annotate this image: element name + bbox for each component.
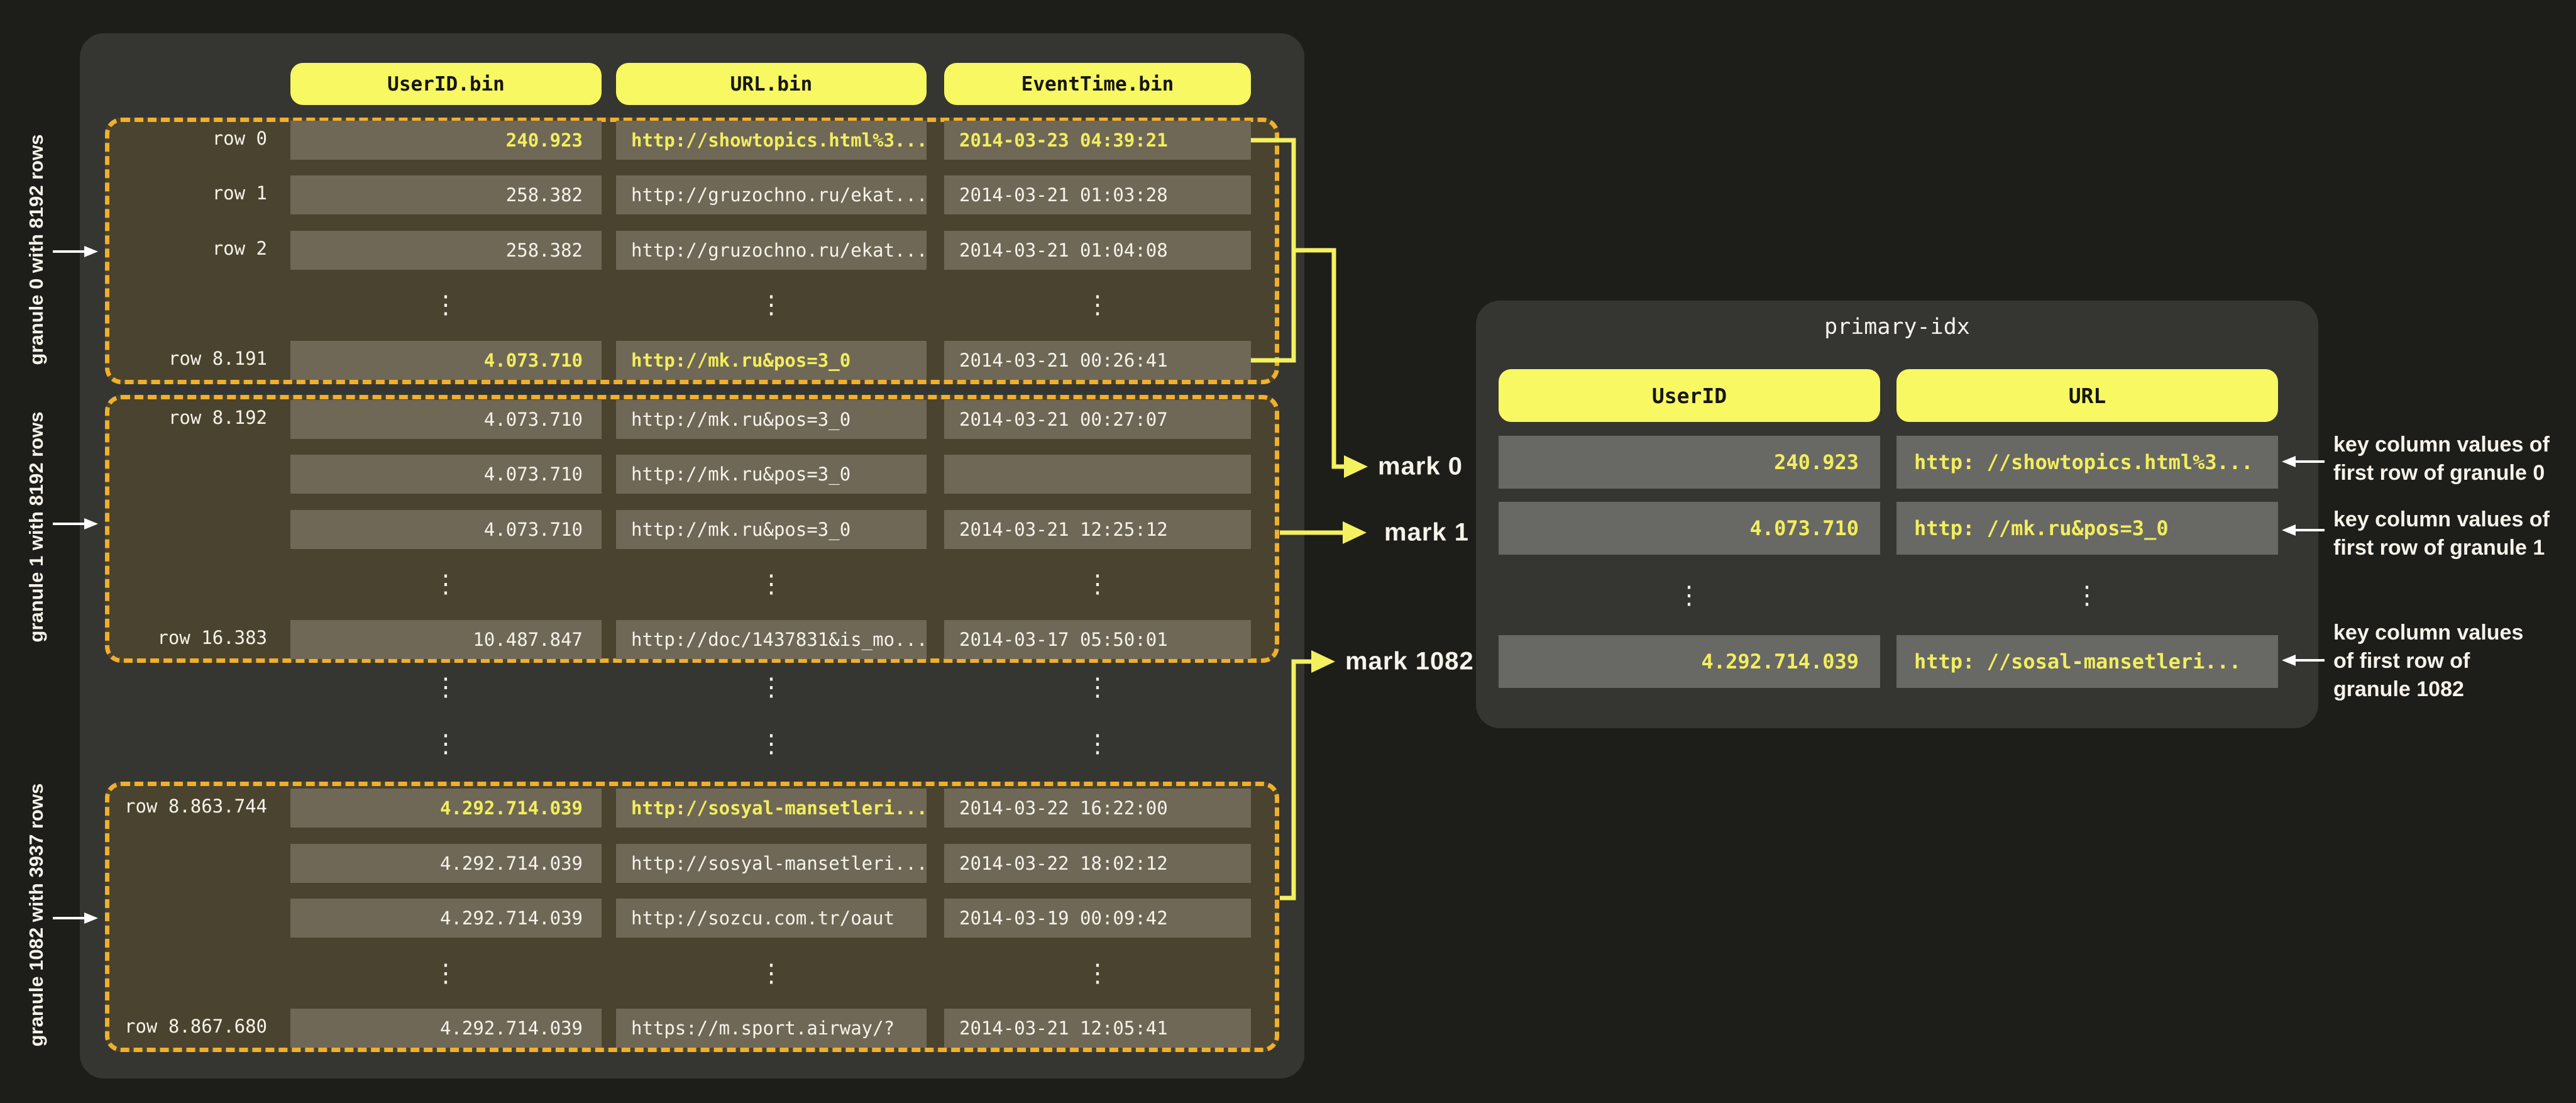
table-cell-url: http://sosyal-mansetleri...: [616, 844, 927, 883]
ellipsis-icon: ⋮: [433, 959, 458, 988]
table-cell-url: http://mk.ru&pos=3_0: [616, 510, 927, 549]
annotation-line: first row of granule 1: [2333, 536, 2545, 560]
table-cell-event-time: 2014-03-22 16:22:00: [944, 789, 1251, 828]
table-cell-event-time: 2014-03-22 18:02:12: [944, 844, 1251, 883]
row-label: row 8.192: [168, 407, 267, 428]
table-cell-url: http://sozcu.com.tr/oaut: [616, 899, 927, 938]
column-header-userid-bin: UserID.bin: [290, 63, 602, 105]
ellipsis-icon: ⋮: [2074, 581, 2100, 610]
row-label: row 1: [212, 182, 267, 204]
index-column-header-userid: UserID: [1499, 369, 1880, 422]
table-cell-url: http://doc/1437831&is_mo...: [616, 620, 927, 659]
mark-0-label: mark 0: [1378, 452, 1463, 480]
index-cell-user-id: 4.292.714.039: [1499, 635, 1880, 688]
mark-1082-label: mark 1082: [1345, 647, 1474, 675]
row-label: row 8.867.680: [124, 1016, 267, 1037]
table-cell-user-id: 258.382: [290, 175, 602, 214]
granule-1-side-label: granule 1 with 8192 rows: [25, 411, 47, 643]
primary-index-title: primary-idx: [1824, 314, 1970, 340]
row-label: row 16.383: [157, 627, 267, 648]
row-label: row 0: [212, 128, 267, 149]
index-cell-url: http: //sosal-mansetleri...: [1896, 635, 2278, 688]
table-cell-user-id: 4.073.710: [290, 455, 602, 494]
table-cell-url: http://gruzochno.ru/ekat...: [616, 231, 927, 270]
annotation-line: of first row of: [2333, 649, 2470, 673]
table-cell-user-id: 4.292.714.039: [290, 789, 602, 828]
mark-0-arrowhead-icon: [1344, 455, 1368, 478]
index-cell-url: http: //showtopics.html%3...: [1896, 436, 2278, 489]
column-header-eventtime-bin: EventTime.bin: [944, 63, 1251, 105]
mark-1-arrowhead-icon: [1343, 521, 1367, 544]
ellipsis-icon: ⋮: [759, 673, 784, 702]
granule-0-side-label: granule 0 with 8192 rows: [25, 134, 47, 365]
annotation-granule-0: key column values of first row of granule…: [2333, 431, 2550, 487]
row-label: row 8.191: [168, 348, 267, 369]
table-cell-url: http://mk.ru&pos=3_0: [616, 455, 927, 494]
table-cell-url: http://showtopics.html%3...: [616, 121, 927, 160]
ellipsis-icon: ⋮: [759, 570, 784, 599]
mark-1082-arrowhead-icon: [1311, 650, 1335, 673]
table-cell-event-time: 2014-03-21 01:04:08: [944, 231, 1251, 270]
index-cell-url: http: //mk.ru&pos=3_0: [1896, 502, 2278, 555]
column-header-url-bin: URL.bin: [616, 63, 927, 105]
granule-1082-side-label: granule 1082 with 3937 rows: [25, 783, 47, 1047]
table-cell-event-time: 2014-03-19 00:09:42: [944, 899, 1251, 938]
table-cell-event-time: 2014-03-23 04:39:21: [944, 121, 1251, 160]
annotation-granule-1082: key column values of first row of granule …: [2333, 619, 2523, 704]
annotation-line: first row of granule 0: [2333, 461, 2545, 485]
table-cell-url: http://mk.ru&pos=3_0: [616, 400, 927, 439]
mark-1-label: mark 1: [1384, 518, 1469, 546]
table-cell-event-time: 2014-03-21 00:26:41: [944, 341, 1251, 380]
ellipsis-icon: ⋮: [433, 570, 458, 599]
index-cell-user-id: 240.923: [1499, 436, 1880, 489]
table-cell-user-id: 4.073.710: [290, 400, 602, 439]
ellipsis-icon: ⋮: [1085, 570, 1110, 599]
index-cell-user-id: 4.073.710: [1499, 502, 1880, 555]
ellipsis-icon: ⋮: [759, 729, 784, 758]
ellipsis-icon: ⋮: [1085, 729, 1110, 758]
ellipsis-icon: ⋮: [433, 291, 458, 319]
ellipsis-icon: ⋮: [433, 673, 458, 702]
table-cell-event-time: [944, 455, 1251, 494]
ellipsis-icon: ⋮: [1085, 959, 1110, 988]
table-cell-url: http://mk.ru&pos=3_0: [616, 341, 927, 380]
table-cell-event-time: 2014-03-21 00:27:07: [944, 400, 1251, 439]
table-cell-url: http://sosyal-mansetleri...: [616, 789, 927, 828]
table-cell-user-id: 258.382: [290, 231, 602, 270]
row-label: row 8.863.744: [124, 795, 267, 817]
table-cell-event-time: 2014-03-21 12:25:12: [944, 510, 1251, 549]
ellipsis-icon: ⋮: [1676, 581, 1702, 610]
table-cell-user-id: 4.073.710: [290, 341, 602, 380]
table-cell-user-id: 4.292.714.039: [290, 899, 602, 938]
annotation-line: key column values: [2333, 621, 2524, 645]
table-cell-user-id: 4.292.714.039: [290, 844, 602, 883]
table-cell-event-time: 2014-03-21 12:05:41: [944, 1009, 1251, 1048]
ellipsis-icon: ⋮: [759, 291, 784, 319]
table-cell-user-id: 4.292.714.039: [290, 1009, 602, 1048]
row-label: row 2: [212, 238, 267, 259]
ellipsis-icon: ⋮: [1085, 291, 1110, 319]
ellipsis-icon: ⋮: [433, 729, 458, 758]
table-cell-user-id: 240.923: [290, 121, 602, 160]
annotation-line: key column values of: [2333, 507, 2550, 531]
table-cell-url: https://m.sport.airway/?: [616, 1009, 927, 1048]
ellipsis-icon: ⋮: [759, 959, 784, 988]
annotation-line: granule 1082: [2333, 677, 2464, 701]
index-column-header-url: URL: [1896, 369, 2278, 422]
annotation-line: key column values of: [2333, 433, 2550, 457]
ellipsis-icon: ⋮: [1085, 673, 1110, 702]
table-cell-user-id: 4.073.710: [290, 510, 602, 549]
table-cell-url: http://gruzochno.ru/ekat...: [616, 175, 927, 214]
table-cell-user-id: 10.487.847: [290, 620, 602, 659]
table-cell-event-time: 2014-03-21 01:03:28: [944, 175, 1251, 214]
table-cell-event-time: 2014-03-17 05:50:01: [944, 620, 1251, 659]
annotation-granule-1: key column values of first row of granule…: [2333, 506, 2550, 562]
